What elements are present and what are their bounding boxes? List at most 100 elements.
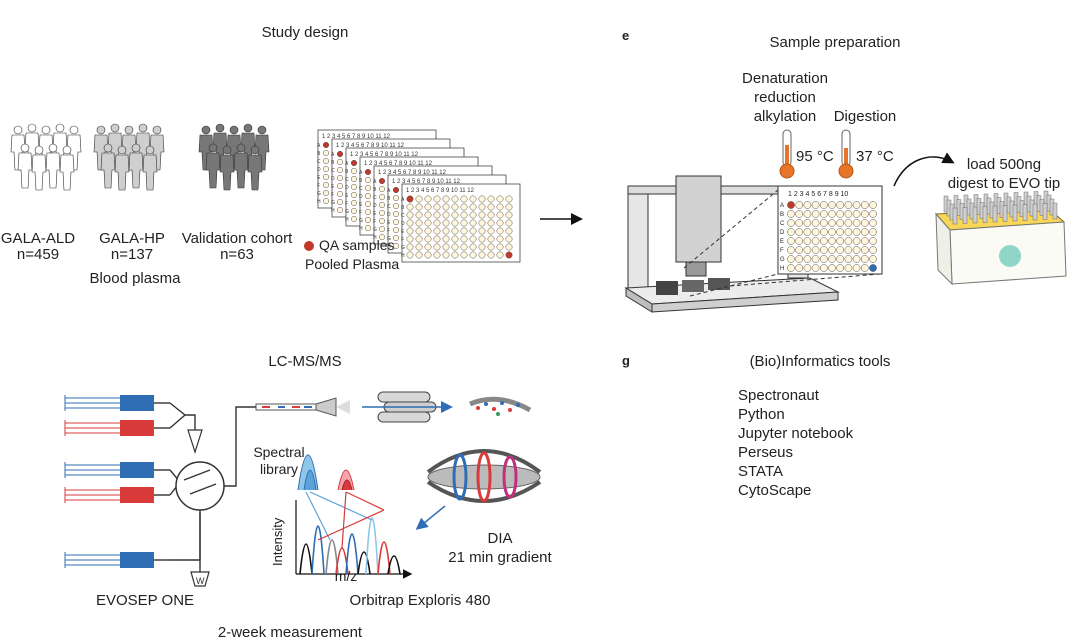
pooled-plasma-label: Pooled Plasma [305,256,400,272]
svg-text:F: F [387,228,390,234]
cohort-hp-people-icon [93,123,165,191]
cohort-validation-name: Validation cohort [181,230,293,247]
orbitrap-label: Orbitrap Exploris 480 [349,592,491,609]
svg-text:D: D [317,167,321,173]
svg-text:B: B [345,169,349,175]
svg-text:A: A [373,179,377,185]
tool-item-cytoscape: CytoScape [738,482,812,499]
svg-text:A: A [317,143,321,149]
svg-text:E: E [317,175,321,181]
svg-text:D: D [359,194,363,200]
svg-text:A: A [387,188,391,194]
svg-text:D: D [345,185,349,191]
panel-letter-g: g [622,353,630,368]
svg-text:1 2 3 4 5 6 7 8 9 10 11 12: 1 2 3 4 5 6 7 8 9 10 11 12 [364,161,433,167]
svg-text:H: H [359,226,363,232]
orbitrap-analyzer-icon [426,449,542,503]
y-axis-label: Intensity [270,517,285,566]
svg-text:G: G [780,257,785,263]
svg-text:B: B [359,178,363,184]
svg-text:1 2 3 4 5 6 7 8 9 10 11 12: 1 2 3 4 5 6 7 8 9 10 11 12 [322,134,391,140]
dia-label: DIA [487,530,513,547]
temp-95-label: 95 °C [796,148,834,165]
sample-type-label: Blood plasma [89,270,181,287]
svg-text:A: A [780,203,784,209]
cohort-hp-n: n=137 [110,246,154,263]
step-denaturation-label: Denaturation [742,70,828,87]
svg-text:F: F [359,210,362,216]
orbitrap-to-spectrum-arrow [415,505,446,530]
svg-text:C: C [317,159,321,165]
svg-text:H: H [345,217,349,223]
load-digest-line1: load 500ng [966,156,1042,173]
cohort-validation-people-icon [198,123,270,191]
svg-text:H: H [373,235,377,241]
svg-text:A: A [331,152,335,158]
svg-text:H: H [401,253,405,259]
svg-text:B: B [317,151,321,157]
svg-text:W: W [196,576,205,586]
svg-text:F: F [373,219,376,225]
svg-text:B: B [780,212,784,218]
quadrupole-icon [362,391,453,423]
spectral-library-line1: Spectral [253,444,305,460]
svg-text:A: A [401,197,405,203]
svg-text:1 2 3 4 5 6 7 8 9 10: 1 2 3 4 5 6 7 8 9 10 [788,191,848,198]
temp-37-label: 37 °C [856,148,894,165]
svg-text:E: E [401,229,405,235]
thermometer-37-icon [838,129,854,179]
tool-item-jupyter: Jupyter notebook [738,425,854,442]
spectral-library-peaks [297,454,355,491]
cohort-ald-people-icon [10,123,82,191]
gradient-label: 21 min gradient [448,549,552,566]
study-design-title: Study design [261,24,349,41]
svg-text:C: C [331,168,335,174]
svg-text:C: C [401,213,405,219]
svg-text:H: H [331,208,335,214]
cohort-validation-n: n=63 [220,246,254,263]
spectral-library-line2: library [259,461,299,477]
cohort-ald-name: GALA-ALD [0,230,76,247]
svg-text:G: G [331,200,335,206]
evotip-logo-icon [999,245,1021,267]
svg-text:E: E [359,202,363,208]
svg-text:C: C [345,177,349,183]
svg-text:H: H [387,244,391,250]
svg-text:C: C [373,195,377,201]
ion-source [255,397,350,417]
step-reduction-label: reduction [754,89,816,106]
svg-text:G: G [345,209,349,215]
tools-list: Spectronaut Python Jupyter notebook Pers… [738,386,853,500]
evosep-one-label: EVOSEP ONE [95,592,195,609]
dia-spectrum-chart [295,491,413,579]
ion-cloud-icon [469,396,532,416]
measurement-duration-label: 2-week measurement [217,624,363,641]
svg-text:H: H [780,266,784,272]
svg-text:1 2 3 4 5 6 7 8 9 10 11 12: 1 2 3 4 5 6 7 8 9 10 11 12 [392,179,461,185]
zoom-lines [683,189,881,297]
svg-text:E: E [373,211,377,217]
svg-text:1 2 3 4 5 6 7 8 9 10 11 12: 1 2 3 4 5 6 7 8 9 10 11 12 [378,170,447,176]
evotip-box [934,190,1067,286]
svg-text:F: F [331,192,334,198]
x-axis-label: m/z [334,568,358,584]
svg-text:H: H [317,199,321,205]
svg-text:D: D [331,176,335,182]
svg-text:A: A [345,161,349,167]
tool-item-stata: STATA [738,463,783,480]
qa-samples-label: QA samples [319,237,395,253]
svg-text:B: B [373,187,377,193]
tools-title: (Bio)Informatics tools [749,353,891,370]
svg-text:B: B [401,205,405,211]
svg-text:D: D [780,230,785,236]
svg-text:D: D [387,212,391,218]
step-alkylation-label: alkylation [753,108,817,125]
svg-text:F: F [780,248,784,254]
svg-text:C: C [780,221,785,227]
svg-text:C: C [387,204,391,210]
sample-preparation-title: Sample preparation [769,34,901,51]
panel-letter-e: e [622,28,630,43]
